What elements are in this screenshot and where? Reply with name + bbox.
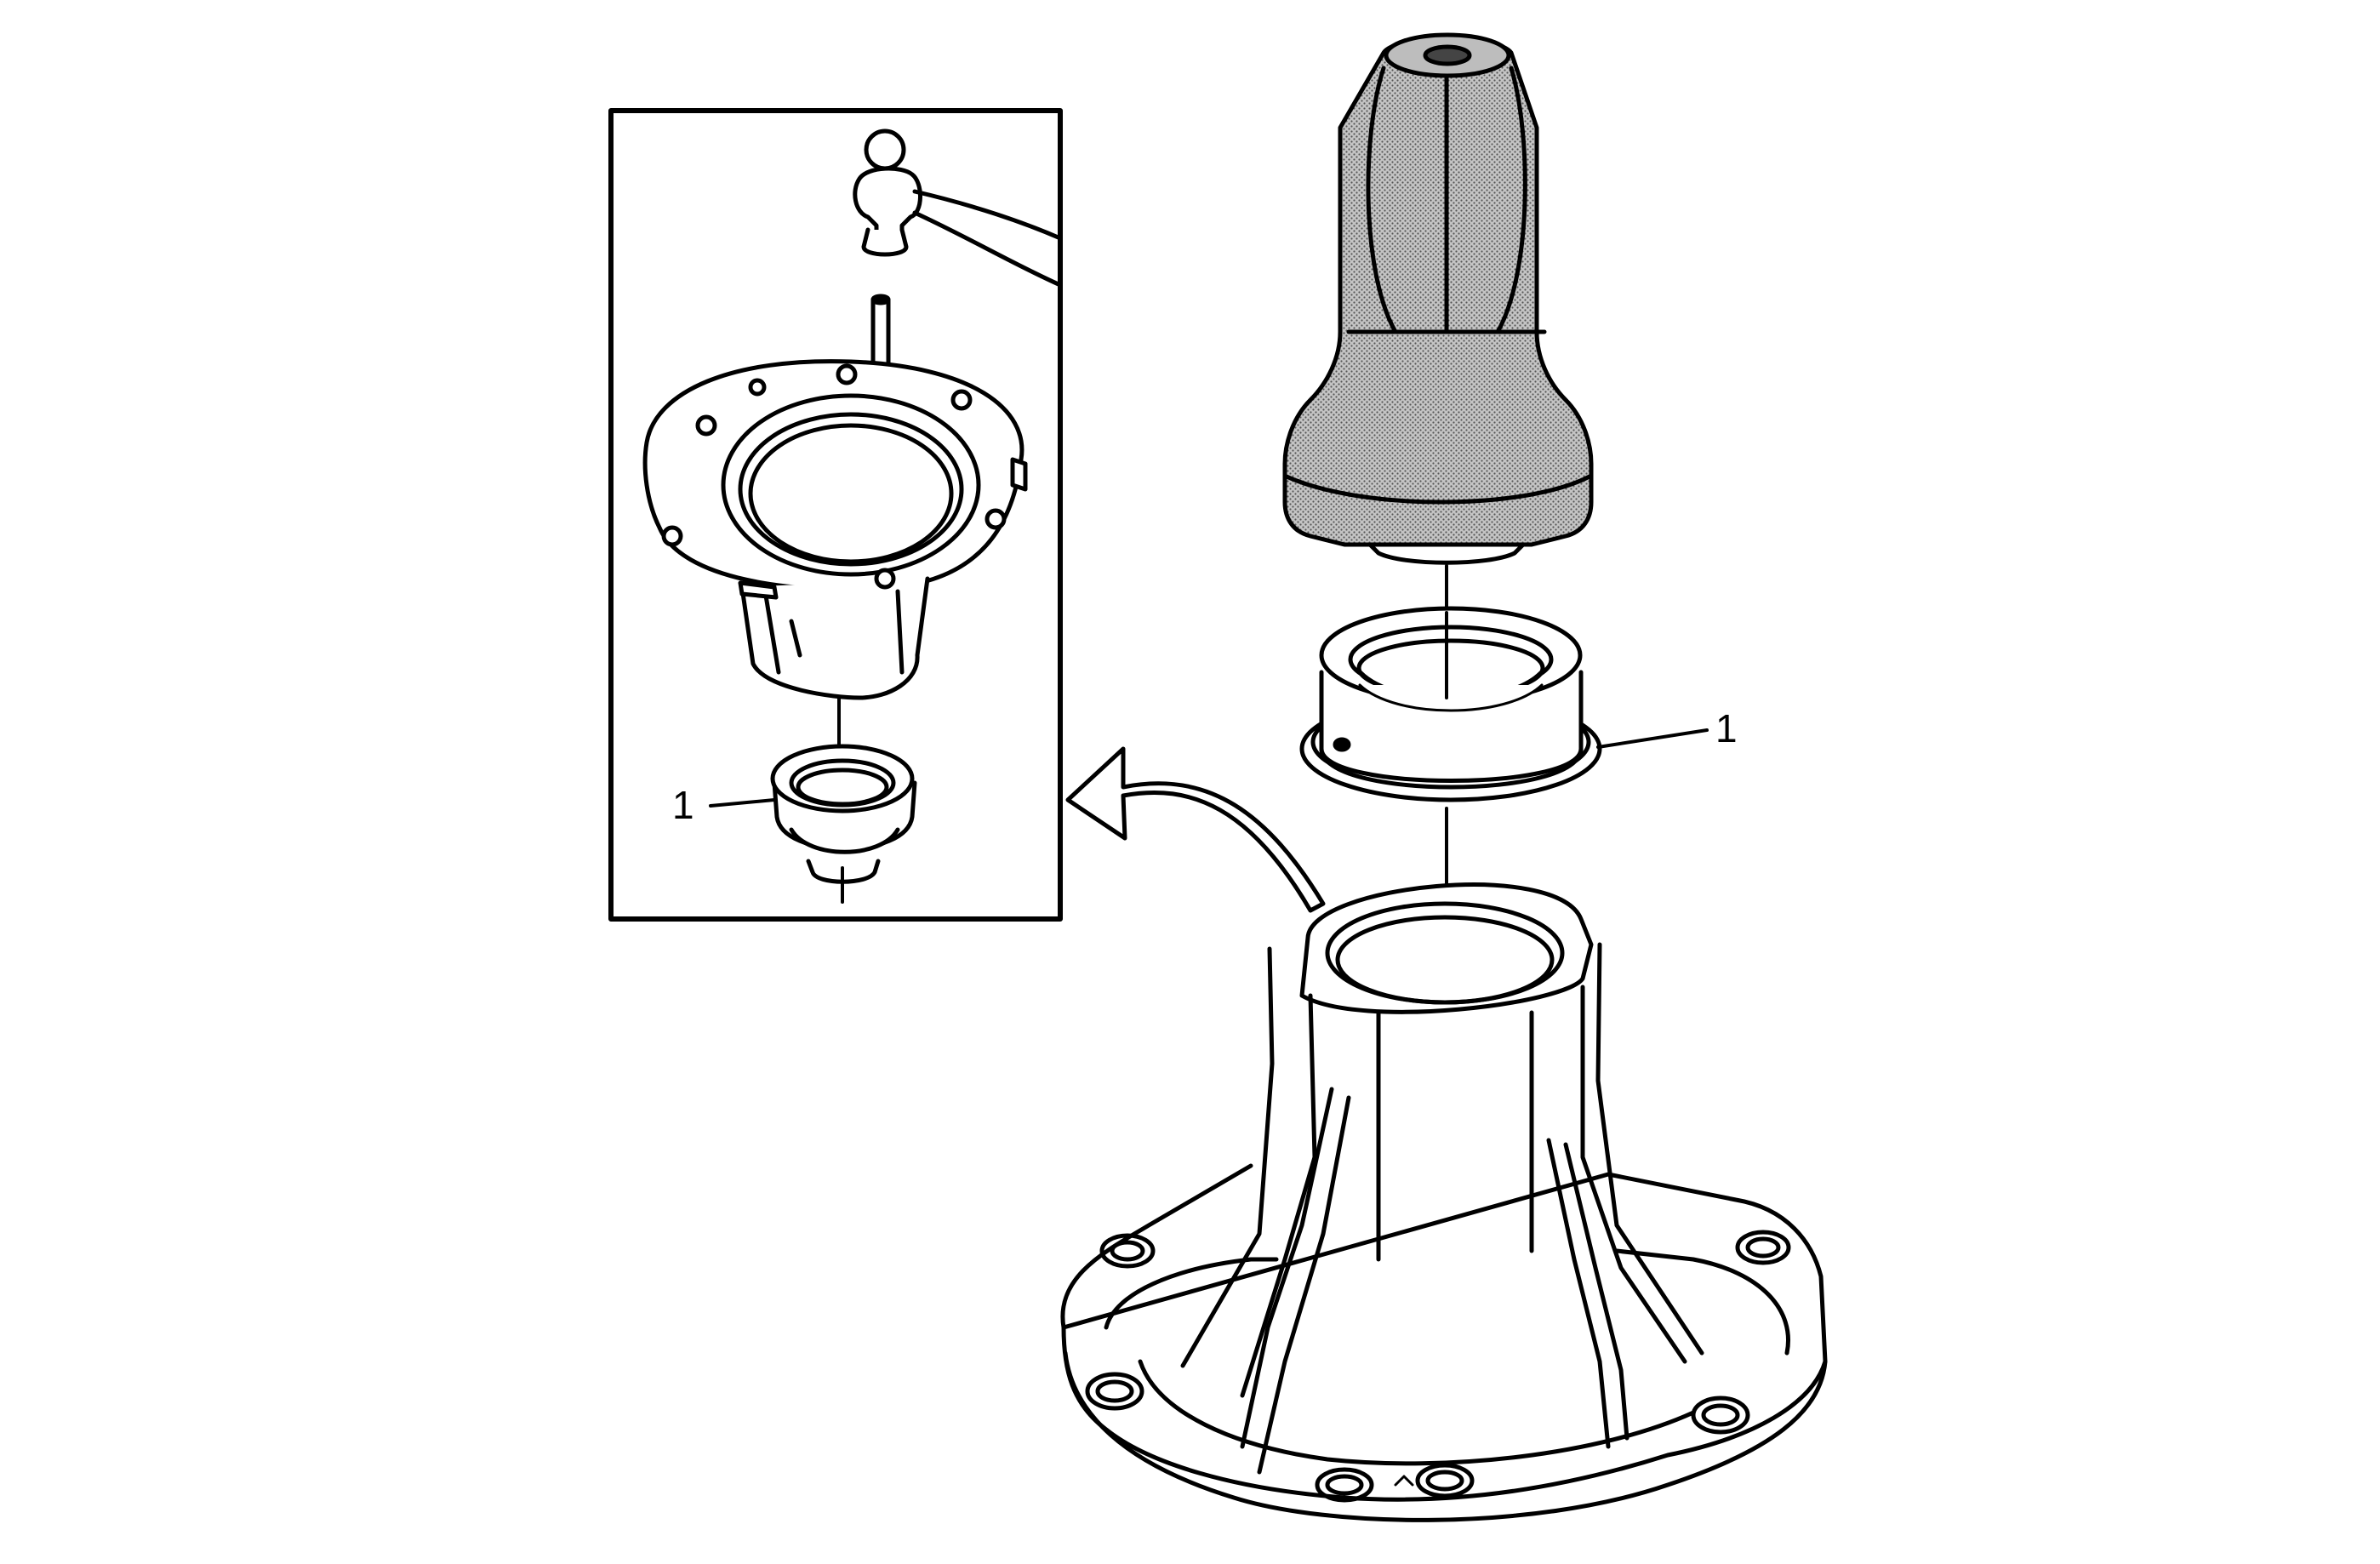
callout-leader-main — [1596, 728, 1709, 749]
inset-seal — [770, 744, 917, 884]
extension-housing — [1060, 882, 1828, 1522]
direction-arrow — [1065, 746, 1326, 913]
callout-label-seal-inset: 1 — [672, 783, 694, 827]
seal-installer-tool — [1282, 32, 1594, 565]
callout-leader-inset — [709, 798, 776, 808]
output-seal — [1299, 606, 1602, 802]
inset-housing — [642, 359, 1028, 700]
inset-hammer — [853, 128, 1063, 288]
callout-label-seal-main: 1 — [1715, 706, 1738, 751]
inset-frame — [608, 108, 1063, 922]
